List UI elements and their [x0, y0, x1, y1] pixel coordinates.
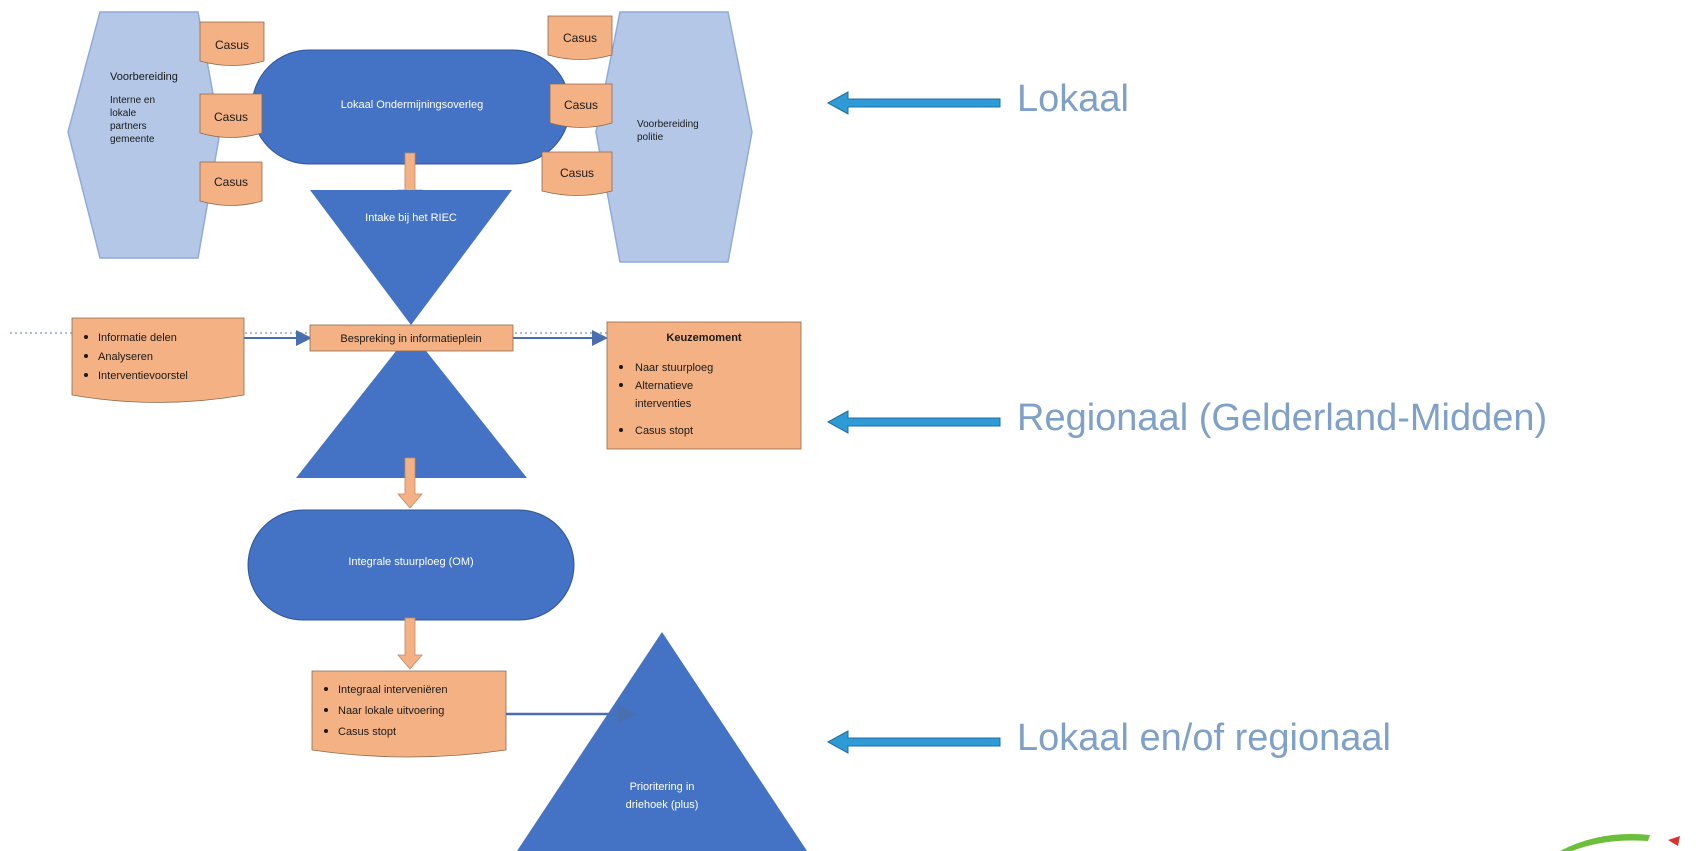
casus-label: Casus [215, 38, 249, 52]
level-arrow-regionaal [826, 410, 1001, 434]
interventie-list-item: Casus stopt [324, 726, 396, 738]
intake-triangle: Intake bij het RIEC [310, 190, 512, 325]
right-preparation-hexagon: Voorbereiding politie [595, 11, 753, 263]
left-prep-line-4: gemeente [110, 134, 155, 145]
left-preparation-hexagon: Voorbereiding Interne en lokale partners… [67, 11, 221, 259]
keuzemoment-title: Keuzemoment [666, 332, 742, 344]
bespreking-box: Bespreking in informatieplein [309, 324, 514, 352]
interventie-list-item: Integraal interveniëren [324, 684, 447, 696]
lokaal-overleg-label: Lokaal Ondermijningsoverleg [341, 99, 483, 111]
interventie-list-item: Naar lokale uitvoering [324, 705, 444, 717]
svg-text:Naar lokale uitvoering: Naar lokale uitvoering [338, 705, 444, 717]
svg-text:Interventievoorstel: Interventievoorstel [98, 370, 188, 382]
info-list-item: Analyseren [84, 351, 153, 363]
info-list-box: Informatie delen Analyseren Interventiev… [71, 317, 245, 403]
level-arrow-lokaal [826, 91, 1001, 115]
svg-text:Informatie delen: Informatie delen [98, 332, 177, 344]
casus-label: Casus [214, 175, 248, 189]
prioritering-triangle: Prioritering in driehoek (plus) [517, 632, 807, 851]
right-prep-line-2: politie [637, 132, 664, 143]
stuurploeg-label: Integrale stuurploeg (OM) [348, 556, 473, 568]
casus-box: Casus [547, 15, 613, 60]
left-prep-line-1: Interne en [110, 95, 155, 106]
interventie-list-box: Integraal interveniëren Naar lokale uitv… [311, 670, 507, 758]
down-arrow-3 [397, 617, 423, 670]
casus-box: Casus [549, 83, 613, 128]
regional-triangle [296, 332, 527, 478]
level-label-lokaal-regionaal: Lokaal en/of regionaal [1017, 717, 1391, 759]
keuzemoment-box: Keuzemoment Naar stuurploeg Alternatieve… [606, 321, 802, 450]
prioritering-line-2: driehoek (plus) [626, 799, 699, 811]
lokaal-overleg-shape: Lokaal Ondermijningsoverleg [251, 49, 571, 165]
intake-label: Intake bij het RIEC [365, 212, 457, 224]
casus-label: Casus [563, 31, 597, 45]
casus-box: Casus [199, 161, 263, 206]
level-label-regionaal: Regionaal (Gelderland-Midden) [1017, 397, 1547, 439]
prioritering-line-1: Prioritering in [630, 781, 695, 793]
level-label-lokaal: Lokaal [1017, 78, 1129, 120]
stuurploeg-shape: Integrale stuurploeg (OM) [247, 509, 575, 621]
casus-box: Casus [199, 93, 263, 138]
info-list-item: Informatie delen [84, 332, 177, 344]
casus-right-group: Casus Casus Casus [541, 15, 613, 196]
casus-label: Casus [560, 166, 594, 180]
right-prep-line-1: Voorbereiding [637, 119, 699, 130]
casus-label: Casus [214, 110, 248, 124]
left-prep-title: Voorbereiding [110, 71, 178, 83]
info-list-item: Interventievoorstel [84, 370, 188, 382]
down-arrow-2 [397, 457, 423, 509]
svg-text:Casus stopt: Casus stopt [338, 726, 396, 738]
casus-box: Casus [541, 151, 613, 196]
bespreking-label: Bespreking in informatieplein [340, 333, 481, 345]
casus-label: Casus [564, 98, 598, 112]
level-arrow-lokaal-regionaal [826, 730, 1001, 754]
casus-box: Casus [199, 21, 265, 66]
svg-text:Analyseren: Analyseren [98, 351, 153, 363]
keuzemoment-item: interventies [635, 398, 692, 410]
keuzemoment-item: Casus stopt [635, 425, 693, 437]
left-prep-line-3: partners [110, 121, 147, 132]
svg-text:Integraal interveniëren: Integraal interveniëren [338, 684, 447, 696]
keuzemoment-item: Alternatieve [635, 380, 693, 392]
left-prep-line-2: lokale [110, 108, 137, 119]
casus-left-group: Casus Casus Casus [199, 21, 265, 206]
logo-fragment [1560, 834, 1680, 851]
keuzemoment-item: Naar stuurploeg [635, 362, 713, 374]
